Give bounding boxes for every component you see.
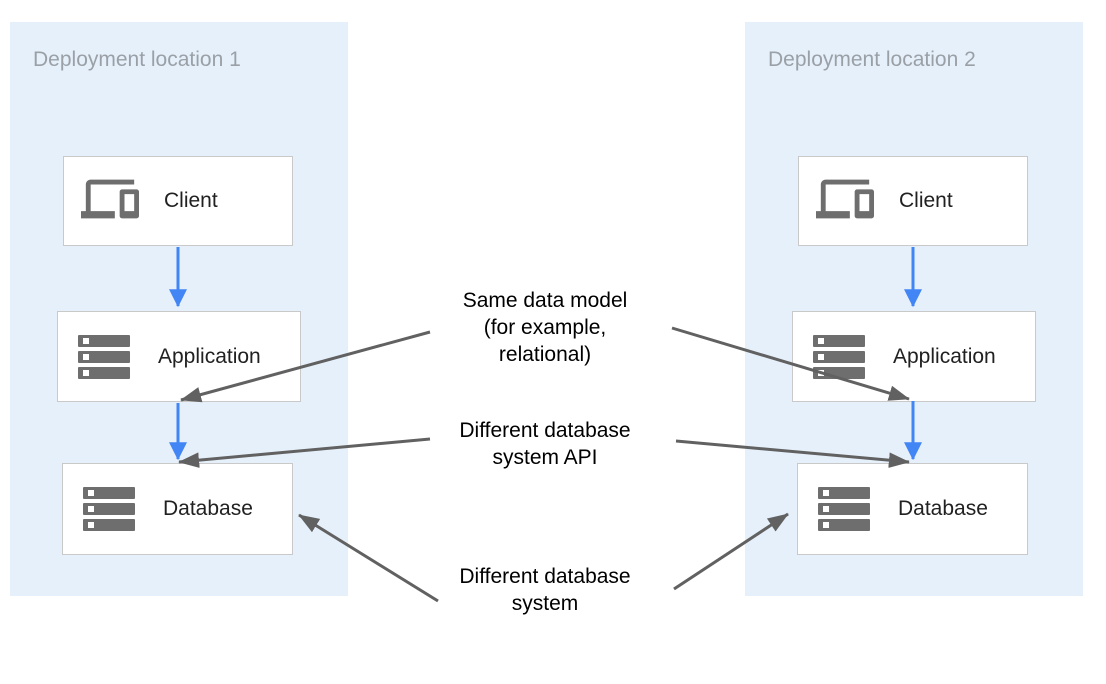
devices-icon xyxy=(816,170,874,233)
storage-icon xyxy=(818,487,870,531)
storage-icon xyxy=(813,334,865,379)
annotation-different-db-api: Different database system API xyxy=(459,419,631,469)
deployment-panel-2: Deployment location 2 Client Application… xyxy=(745,22,1083,596)
panel-title: Deployment location 2 xyxy=(768,48,976,71)
client-node: Client xyxy=(63,156,293,246)
application-node: Application xyxy=(57,311,301,402)
node-label: Application xyxy=(893,344,996,368)
panel-title: Deployment location 1 xyxy=(33,48,241,71)
annotation-same-data-model: Same data model (for example, relational… xyxy=(462,289,628,366)
storage-icon xyxy=(83,487,135,531)
node-label: Database xyxy=(163,497,253,520)
database-node: Database xyxy=(62,463,293,555)
node-label: Client xyxy=(899,189,953,212)
client-node: Client xyxy=(798,156,1028,246)
annotation-different-db-system: Different database system xyxy=(459,565,631,615)
deployment-panel-1: Deployment location 1 Client Application… xyxy=(10,22,348,596)
node-label: Database xyxy=(898,497,988,520)
database-node: Database xyxy=(797,463,1028,555)
node-label: Application xyxy=(158,344,261,368)
devices-icon xyxy=(81,170,139,233)
application-node: Application xyxy=(792,311,1036,402)
node-label: Client xyxy=(164,189,218,212)
storage-icon xyxy=(78,334,130,379)
